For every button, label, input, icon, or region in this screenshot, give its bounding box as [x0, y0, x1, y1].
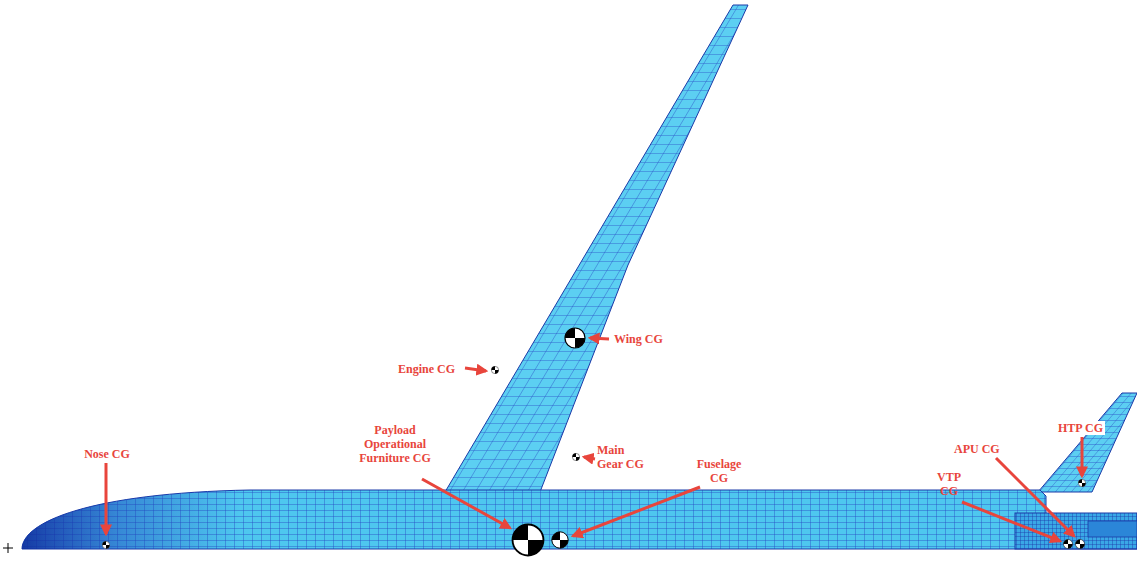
cg-marker [1078, 479, 1085, 486]
leader-arrow [584, 457, 595, 459]
cg-label: Fuselage CG [688, 457, 750, 485]
origin-cross [3, 543, 13, 553]
fuselage-mesh [22, 490, 1137, 549]
leader-arrow [996, 458, 1074, 536]
cg-label: Wing CG [612, 332, 665, 346]
cg-marker [572, 453, 579, 460]
cg-label: Nose CG [80, 447, 134, 461]
wing-mesh [445, 5, 748, 492]
cg-marker [1075, 539, 1084, 548]
leader-arrow [590, 338, 609, 339]
cg-label: VTP CG [930, 470, 968, 498]
cg-label: HTP CG [1056, 421, 1105, 435]
leader-arrow [105, 463, 108, 534]
leader-arrow [422, 479, 510, 528]
htp-mesh [1038, 393, 1137, 492]
cg-label: Engine CG [398, 362, 455, 376]
leader-arrow [1081, 437, 1084, 476]
cg-marker [565, 328, 585, 348]
cg-marker [102, 541, 109, 548]
cg-marker [1063, 539, 1072, 548]
tail-stub-mesh [1088, 521, 1137, 537]
cg-label: Payload Operational Furniture CG [350, 423, 440, 465]
leader-arrow [573, 487, 700, 536]
cg-marker [552, 532, 568, 548]
leader-arrow [465, 368, 486, 371]
nose-shade [22, 490, 250, 549]
cg-marker [491, 366, 498, 373]
cg-label: APU CG [954, 442, 1000, 456]
cg-marker [513, 525, 544, 556]
cg-label: Main Gear CG [597, 443, 651, 471]
